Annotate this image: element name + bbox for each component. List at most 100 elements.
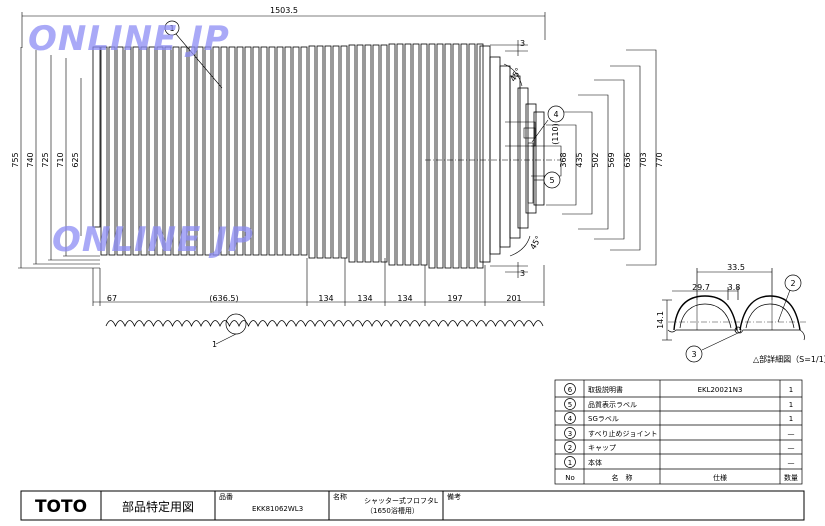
- height-625: 625: [71, 152, 80, 167]
- slat: [212, 46, 220, 256]
- detail-width-b: 3.8: [728, 283, 741, 292]
- row-name: 取扱説明書: [588, 385, 623, 394]
- row-number: 3: [568, 430, 572, 438]
- row-number-circle: [564, 398, 576, 410]
- slat: [188, 46, 196, 256]
- end-annotations: [490, 40, 549, 278]
- slat: [260, 46, 268, 256]
- row-qty: 1: [789, 415, 793, 423]
- row-qty: —: [788, 430, 795, 438]
- slat: [244, 46, 252, 256]
- height-770: 770: [655, 152, 664, 167]
- row-name: SGラベル: [588, 415, 619, 423]
- detail-callout-3: 3: [685, 345, 703, 363]
- slat: [180, 46, 188, 256]
- parts-table: [554, 379, 803, 485]
- slat: [468, 43, 476, 269]
- callout-4: 4: [547, 105, 565, 123]
- detail-caption: △部詳細図（S=1/1）: [753, 354, 825, 364]
- row-number-circle: [564, 412, 576, 424]
- angle-top-label: 45°: [508, 66, 523, 83]
- height-bracket: [594, 79, 625, 240]
- row-name: 品質表示ラベル: [588, 400, 637, 409]
- segment-134-a: 134: [318, 294, 333, 303]
- slat: [364, 44, 372, 263]
- slat: [428, 43, 436, 269]
- height-bracket: [578, 94, 609, 230]
- segment-636-5: (636.5): [209, 294, 238, 303]
- row-number: 1: [568, 459, 572, 467]
- slat: [228, 46, 236, 256]
- row-qty: 1: [789, 386, 793, 394]
- name-line2: （1650浴槽用）: [366, 506, 419, 515]
- row-number: 4: [568, 415, 573, 423]
- row-number-circle: [564, 456, 576, 468]
- left-height-dimensions: [18, 47, 100, 269]
- row-number: 6: [568, 386, 573, 394]
- slat: [404, 43, 412, 266]
- slat: [476, 43, 484, 269]
- slat: [412, 43, 420, 266]
- header-name: 名 称: [612, 473, 633, 482]
- detail-marker-circle: [225, 313, 247, 335]
- height-435: 435: [575, 152, 584, 167]
- segment-134-c: 134: [397, 294, 412, 303]
- height-569: 569: [607, 152, 616, 167]
- height-bracket: [562, 111, 593, 215]
- row-name: 本体: [588, 458, 602, 467]
- slat: [236, 46, 244, 256]
- svg-text:3: 3: [691, 350, 696, 359]
- svg-text:4: 4: [553, 110, 558, 119]
- slat: [196, 46, 204, 256]
- slat: [172, 46, 180, 256]
- slat: [140, 46, 148, 256]
- slat: [452, 43, 460, 269]
- step-segment: [499, 65, 511, 248]
- slat: [252, 46, 260, 256]
- height-710: 710: [56, 152, 65, 167]
- slat: [348, 44, 356, 263]
- slat: [164, 46, 172, 256]
- row-name: キャップ: [588, 444, 616, 452]
- slat: [388, 43, 396, 266]
- slat: [436, 43, 444, 269]
- callout-1-bottom: 1: [212, 340, 217, 349]
- header-spec: 仕様: [713, 473, 727, 482]
- slat: [100, 46, 108, 256]
- slat-profile-section: [105, 320, 544, 328]
- height-bracket: [546, 124, 577, 206]
- toto-logo: TOTO: [35, 497, 87, 517]
- slat: [308, 45, 316, 259]
- gap-bottom-label: 3: [520, 269, 525, 278]
- slat: [204, 46, 212, 256]
- step-segment: [479, 45, 491, 263]
- svg-text:1: 1: [169, 24, 174, 33]
- slat: [276, 46, 284, 256]
- angle-bottom-label: 45°: [528, 234, 543, 251]
- detail-width-total: 33.5: [727, 263, 745, 272]
- right-height-labels: (110) 368 435 502 569 636 703 770: [551, 123, 664, 167]
- slat: [324, 45, 332, 259]
- slat: [116, 46, 124, 256]
- callout-5: 5: [543, 171, 561, 189]
- row-number-circle: [564, 427, 576, 439]
- segment-134-b: 134: [357, 294, 372, 303]
- table-row: 4 SGラベル 1: [564, 412, 793, 424]
- slat: [444, 43, 452, 269]
- right-height-dimensions: [505, 49, 657, 266]
- height-bracket: [531, 145, 562, 177]
- header-qty: 数量: [784, 473, 798, 482]
- slat: [332, 45, 340, 259]
- part-no-label: 品番: [219, 493, 233, 501]
- height-636: 636: [623, 152, 632, 167]
- slat: [108, 46, 116, 256]
- row-qty: —: [788, 444, 795, 452]
- name-label: 名称: [333, 492, 347, 501]
- segment-201: 201: [506, 294, 521, 303]
